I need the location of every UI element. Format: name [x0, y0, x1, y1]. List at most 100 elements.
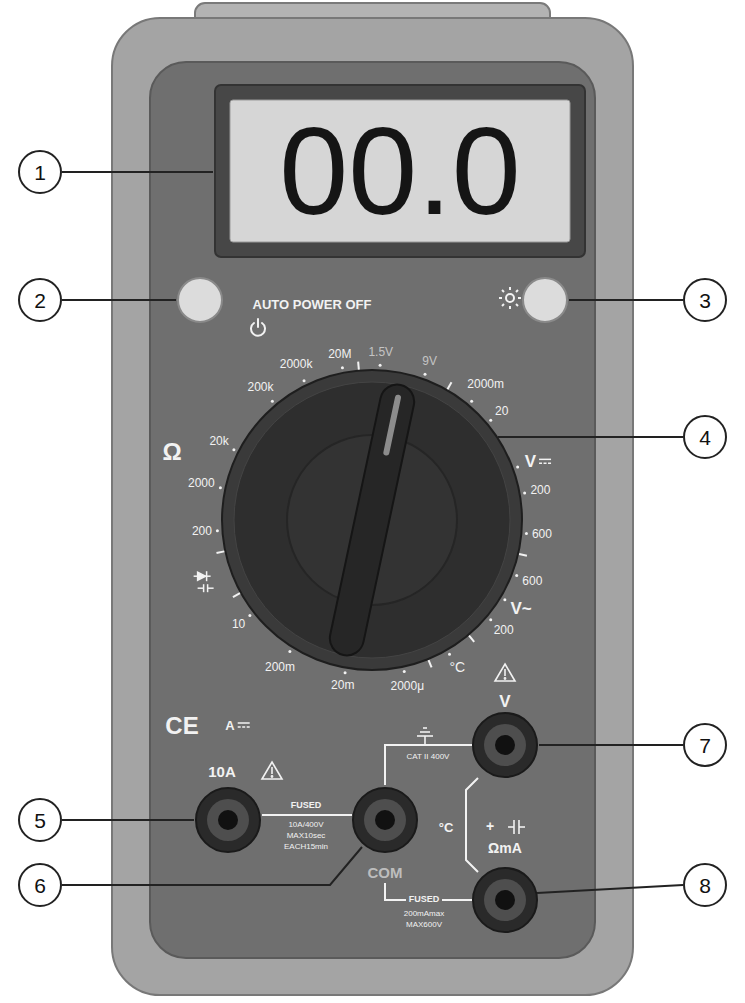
- dial-range: 2000: [188, 477, 215, 490]
- dial-range: 2000μ: [391, 680, 425, 693]
- dial-dot: [470, 400, 473, 403]
- dial-tick: [357, 362, 360, 370]
- warning-symbol: [262, 762, 282, 779]
- backlight-button: [523, 278, 567, 322]
- front-panel: [150, 62, 595, 958]
- dial-range: 9V: [422, 355, 437, 368]
- callout-number: 4: [683, 415, 727, 459]
- category-rating: CAT II 400V: [407, 753, 450, 762]
- callout-text: 1: [34, 162, 46, 183]
- dc-symbol: [238, 723, 250, 727]
- dial-marks: [194, 362, 528, 675]
- dial-dot: [379, 364, 382, 367]
- dial-range: 200: [530, 484, 550, 497]
- leader-lines: [62, 172, 683, 893]
- dial-dot: [489, 419, 492, 422]
- dial-function: V~: [510, 600, 531, 619]
- leader-line: [537, 885, 683, 893]
- dial-dot: [424, 373, 427, 376]
- fuse-rating: 200mAmax: [404, 910, 444, 919]
- fuse-rating: MAX600V: [406, 921, 442, 930]
- dial-dot: [523, 492, 526, 495]
- leader-line: [498, 436, 683, 438]
- dial-dot: [403, 670, 406, 673]
- leader-line: [62, 847, 362, 885]
- dial-dot: [448, 653, 451, 656]
- dial-tick: [519, 554, 527, 556]
- capacitor-symbol: [508, 820, 525, 834]
- dial-dot: [248, 614, 251, 617]
- dial-range: 200m: [265, 661, 295, 674]
- diode-symbol: [194, 571, 214, 592]
- dial-range: 20k: [209, 435, 228, 448]
- dial-range: 20M: [328, 348, 351, 361]
- jack-label: 10A: [208, 764, 236, 781]
- dial-dot: [525, 532, 528, 535]
- dial-pointer: [327, 381, 418, 658]
- housing: [112, 18, 633, 995]
- warning-symbol: [495, 664, 515, 681]
- dial-dot: [216, 529, 219, 532]
- fuse-rating: 10A/400V: [288, 821, 323, 830]
- dial-dot: [219, 486, 222, 489]
- dial-range: 10: [232, 618, 245, 631]
- button-label: AUTO POWER OFF: [253, 298, 372, 312]
- rotary-dial: [222, 370, 522, 670]
- callout-text: 5: [34, 810, 46, 831]
- callout-number: 8: [683, 863, 727, 907]
- display-frame: [215, 85, 585, 257]
- dial-range: 600: [532, 528, 552, 541]
- jack-label: COM: [368, 865, 403, 882]
- dial-dot: [489, 618, 492, 621]
- fuse-note: FUSED: [406, 895, 443, 905]
- dial-dot: [232, 448, 235, 451]
- dial-function: °C: [449, 660, 465, 675]
- callout-number: 6: [18, 863, 62, 907]
- dial-face: [234, 382, 510, 658]
- callout-text: 2: [34, 290, 46, 311]
- fuse-rating: EACH15min: [284, 843, 328, 852]
- dial-dot: [271, 400, 274, 403]
- callout-number: 2: [18, 278, 62, 322]
- panel-marking-lines: [262, 745, 478, 900]
- callout-number: 5: [18, 798, 62, 842]
- input-jack: [196, 788, 260, 852]
- callout-number: 7: [683, 723, 727, 767]
- lcd-screen: [230, 100, 570, 242]
- fuse-note: FUSED: [291, 801, 322, 811]
- dial-range: 20: [495, 405, 508, 418]
- ground-symbol: [417, 728, 433, 745]
- callout-text: 7: [699, 735, 711, 756]
- dial-tick: [216, 551, 224, 553]
- jack-label: V: [499, 693, 510, 712]
- input-jack: [473, 868, 537, 932]
- fuse-rating: MAX10sec: [287, 832, 326, 841]
- callout-text: 3: [699, 290, 711, 311]
- dc-symbol: [539, 459, 551, 463]
- jack-label: °C: [439, 821, 454, 835]
- dial-tick: [448, 382, 452, 389]
- dial-range: 600: [522, 575, 542, 588]
- dial-function: A: [225, 719, 234, 733]
- input-jack: [473, 713, 537, 777]
- dial-dot: [503, 598, 506, 601]
- input-jack: [353, 788, 417, 852]
- power-icon: [251, 319, 265, 336]
- dial-function: Ω: [162, 439, 181, 465]
- callout-text: 6: [34, 875, 46, 896]
- dial-tick: [469, 636, 474, 642]
- ce-mark: CE: [165, 713, 198, 739]
- backlight-icon: [499, 287, 521, 309]
- dial-dot: [303, 379, 306, 382]
- dial-range: 200: [494, 624, 514, 637]
- callout-text: 4: [699, 427, 711, 448]
- dial-dot: [515, 574, 518, 577]
- dial-dot: [516, 465, 519, 468]
- dial-function: V: [525, 453, 536, 472]
- jack-label: +: [486, 819, 494, 834]
- jack-label: ΩmA: [488, 841, 522, 856]
- callout-number: 3: [683, 278, 727, 322]
- dial-tick: [233, 593, 240, 597]
- power-button: [178, 278, 222, 322]
